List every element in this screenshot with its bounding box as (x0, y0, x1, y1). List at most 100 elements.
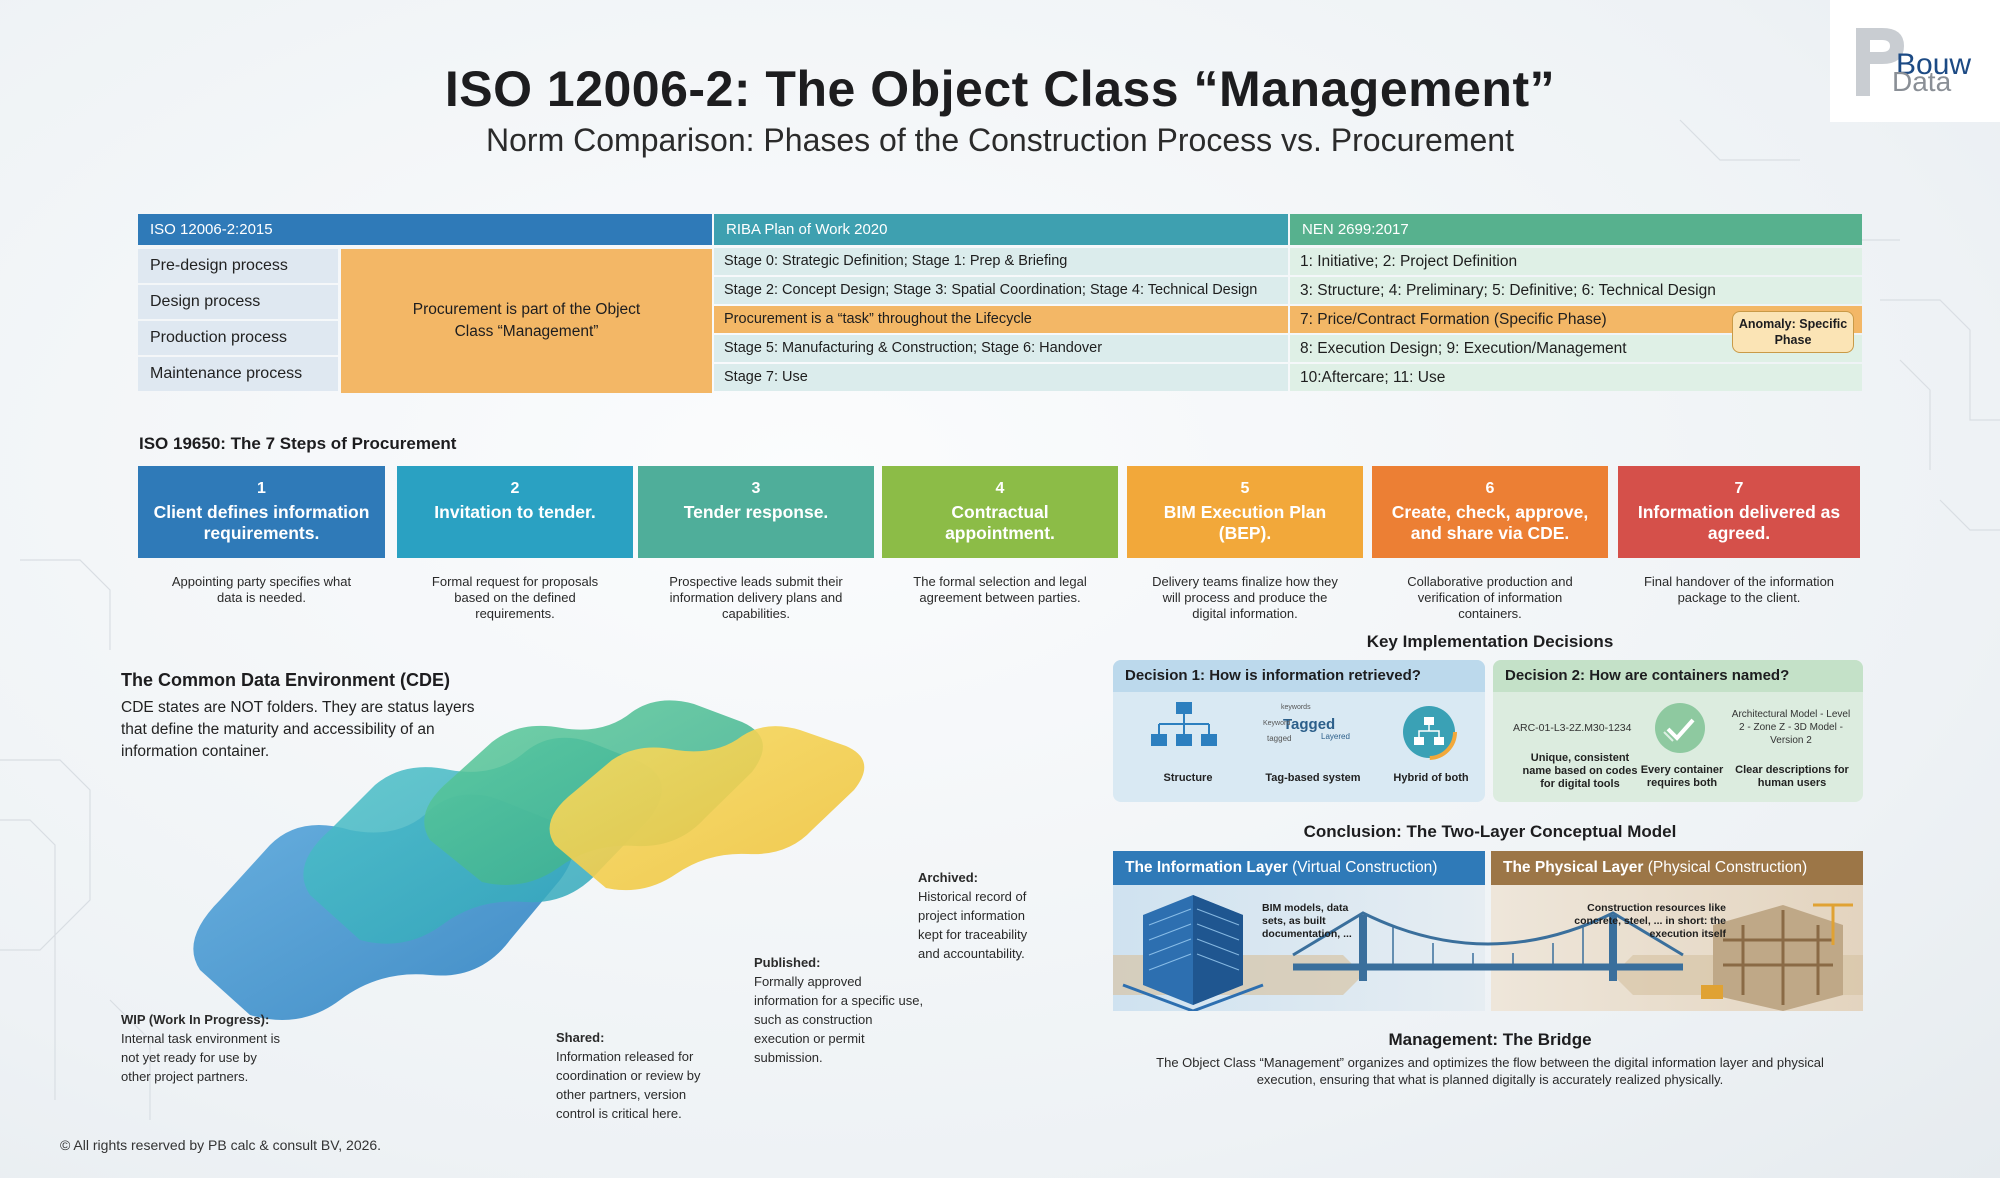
step-description: Delivery teams finalize how they will pr… (1152, 574, 1338, 621)
decision-2-panel: Decision 2: How are containers named? AR… (1493, 660, 1863, 802)
step-name: Tender response. (683, 502, 829, 522)
decision-2-label-code: Unique, consistent name based on codes f… (1522, 752, 1638, 790)
cde-state-wip-name: WIP (Work In Progress): (121, 1012, 270, 1027)
cde-state-published: Published: Formally approved information… (754, 953, 924, 1067)
decision-1-label-structure: Structure (1163, 772, 1213, 784)
cde-state-archived-name: Archived: (918, 870, 978, 885)
logo-mark-icon (1856, 28, 1904, 96)
decision-2-heading: Decision 2: How are containers named? (1493, 660, 1863, 692)
riba-row-4: Stage 5: Manufacturing & Construction; S… (714, 335, 1288, 362)
iso-row-design: Design process (138, 285, 338, 319)
decision-1-heading: Decision 1: How is information retrieved… (1113, 660, 1485, 692)
naming-description-example: Architectural Model - Level 2 - Zone Z -… (1731, 709, 1851, 746)
riba-row-2: Stage 2: Concept Design; Stage 3: Spatia… (714, 277, 1288, 304)
nen-row-2: 3: Structure; 4: Preliminary; 5: Definit… (1290, 277, 1862, 304)
tag-word: Layered (1321, 732, 1350, 741)
cde-state-wip: WIP (Work In Progress): Internal task en… (121, 1010, 281, 1086)
information-layer-note: BIM models, data sets, as built document… (1262, 902, 1352, 940)
step-name: Information delivered as agreed. (1637, 502, 1841, 543)
management-bridge-title: Management: The Bridge (1388, 1030, 1592, 1049)
information-layer-header: The Information Layer (Virtual Construct… (1113, 851, 1485, 885)
riba-row-1: Stage 0: Strategic Definition; Stage 1: … (714, 248, 1288, 275)
nen-row-4: 8: Execution Design; 9: Execution/Manage… (1290, 335, 1862, 362)
tag-word: tagged (1267, 734, 1292, 743)
header-riba: RIBA Plan of Work 2020 (714, 214, 1288, 245)
riba-row-5: Stage 7: Use (714, 364, 1288, 391)
information-layer-subtitle: (Virtual Construction) (1287, 859, 1438, 876)
tag-word: keywords (1281, 704, 1311, 711)
cde-state-published-name: Published: (754, 955, 821, 970)
procurement-heading: ISO 19650: The 7 Steps of Procurement (139, 434, 457, 453)
information-layer-title: The Information Layer (1125, 859, 1288, 876)
iso-row-predesign: Pre-design process (138, 249, 338, 283)
procurement-note-cell: Procurement is part of the Object Class … (341, 249, 712, 393)
cde-state-shared: Shared: Information released for coordin… (556, 1028, 726, 1123)
cde-description: CDE states are NOT folders. They are sta… (121, 699, 475, 760)
header-nen: NEN 2699:2017 (1290, 214, 1862, 245)
construction-site-icon (1701, 903, 1853, 1011)
step-description: Prospective leads submit their informati… (669, 574, 843, 621)
procurement-note-text: Procurement is part of the Object Class … (412, 301, 641, 340)
step-number: 4 (995, 480, 1005, 497)
bridge-icon (1292, 911, 1684, 981)
tag-word: Keyword (1263, 720, 1291, 727)
decision-1-panel: Decision 1: How is information retrieved… (1113, 660, 1485, 802)
structure-hierarchy-icon (1151, 702, 1217, 746)
step-number: 1 (257, 480, 266, 497)
decision-1-label-hybrid: Hybrid of both (1393, 772, 1469, 784)
physical-layer-title: The Physical Layer (1503, 859, 1644, 876)
cde-state-wip-desc: Internal task environment is not yet rea… (121, 1031, 280, 1084)
conclusion-title: Conclusion: The Two-Layer Conceptual Mod… (1303, 822, 1677, 841)
logo-word-data: Data (1892, 66, 1952, 97)
step-description: The formal selection and legal agreement… (913, 574, 1087, 605)
iso-row-maintenance: Maintenance process (138, 357, 338, 391)
cde-state-shared-name: Shared: (556, 1030, 605, 1045)
physical-layer-note: Construction resources like concrete, st… (1574, 902, 1726, 940)
step-name: Create, check, approve, and share via CD… (1391, 502, 1589, 543)
page-subtitle: Norm Comparison: Phases of the Construct… (486, 122, 1514, 158)
bouwdata-logo[interactable]: Bouw Data (1830, 0, 2000, 122)
cde-state-shared-desc: Information released for coordination or… (556, 1049, 701, 1121)
step-name: Contractual appointment. (945, 502, 1055, 543)
step-description: Formal request for proposals based on th… (431, 574, 599, 621)
step-number: 7 (1734, 480, 1744, 497)
tag-cloud-icon: keywords Tagged Keyword Layered tagged (1263, 704, 1353, 752)
tag-word: Tagged (1283, 716, 1336, 733)
cde-state-archived: Archived: Historical record of project i… (918, 868, 1050, 963)
check-circle-icon (1655, 703, 1705, 753)
step-number: 3 (751, 480, 761, 497)
decision-2-label-both: Every container requires both (1640, 764, 1724, 789)
cde-state-published-desc: Formally approved information for a spec… (754, 974, 924, 1065)
step-name: BIM Execution Plan (BEP). (1163, 502, 1327, 543)
step-name: Invitation to tender. (434, 502, 596, 522)
step-number: 2 (510, 480, 520, 497)
physical-layer-header: The Physical Layer (Physical Constructio… (1491, 851, 1863, 885)
anomaly-callout: Anomaly: Specific Phase (1732, 311, 1854, 353)
decisions-title: Key Implementation Decisions (1366, 632, 1614, 651)
iso-row-production: Production process (138, 321, 338, 355)
cde-state-archived-desc: Historical record of project information… (918, 889, 1028, 961)
management-bridge-text: The Object Class “Management” organizes … (1156, 1055, 1824, 1087)
cde-layer-archived (549, 726, 865, 891)
header-iso: ISO 12006-2:2015 (138, 214, 712, 245)
decision-1-label-tag: Tag-based system (1265, 772, 1361, 784)
naming-code-example: ARC-01-L3-2Z.M30-1234 (1513, 722, 1632, 734)
page-title: ISO 12006-2: The Object Class “Managemen… (444, 61, 1556, 117)
step-description: Appointing party specifies what data is … (171, 574, 352, 605)
cde-state-layers (193, 700, 865, 1020)
nen-row-1: 1: Initiative; 2: Project Definition (1290, 248, 1862, 275)
digital-building-icon (1122, 895, 1264, 1011)
riba-row-3: Procurement is a “task” throughout the L… (714, 306, 1288, 333)
two-layer-bridge-illustration (1113, 885, 1863, 1011)
hybrid-icon (1401, 704, 1457, 760)
nen-row-5: 10:Aftercare; 11: Use (1290, 364, 1862, 391)
decision-2-label-human: Clear descriptions for human users (1735, 764, 1849, 789)
